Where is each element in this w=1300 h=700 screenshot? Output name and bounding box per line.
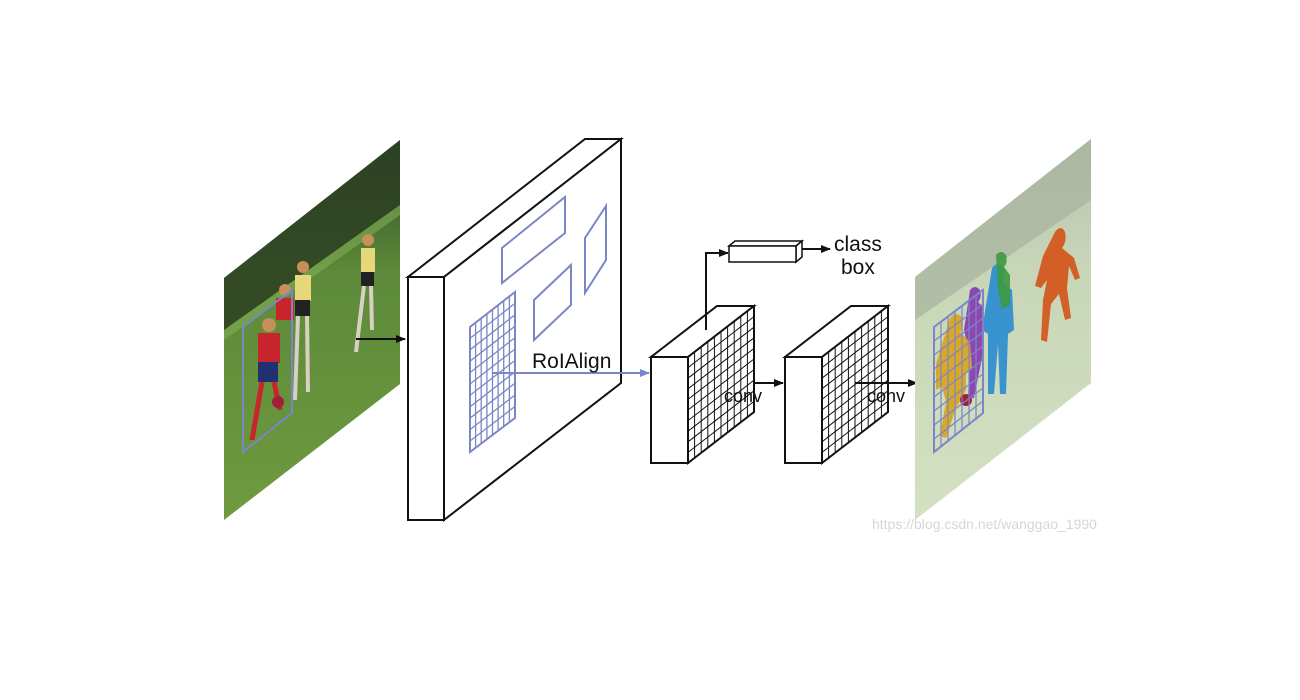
class-output-label: class xyxy=(834,233,882,256)
roi-box-output xyxy=(933,287,984,455)
roialign-label: RoIAlign xyxy=(532,350,611,373)
mask-orange xyxy=(1035,228,1080,342)
proposal-box-1 xyxy=(501,194,566,286)
watermark-text: https://blog.csdn.net/wanggao_1990 xyxy=(872,516,1097,532)
fc-head-box xyxy=(726,239,805,264)
mask-yellow xyxy=(936,314,972,438)
roi-feature-block-1 xyxy=(648,303,757,466)
proposal-box-3 xyxy=(533,262,572,343)
soccer-players xyxy=(249,234,375,441)
mask-green xyxy=(996,252,1010,309)
conv-label-2: conv xyxy=(867,386,905,406)
input-image xyxy=(224,140,400,520)
box-output-label: box xyxy=(841,256,875,279)
roi-box-input xyxy=(242,287,293,455)
roi-grid xyxy=(469,289,516,455)
output-mask-image xyxy=(915,139,1091,520)
backbone-feature-map xyxy=(405,136,624,523)
roi-feature-block-2 xyxy=(782,303,891,466)
head-branch-arrow xyxy=(705,249,729,330)
proposal-box-2 xyxy=(584,202,607,297)
conv-label-1: conv xyxy=(724,386,762,406)
instance-masks xyxy=(936,228,1080,438)
